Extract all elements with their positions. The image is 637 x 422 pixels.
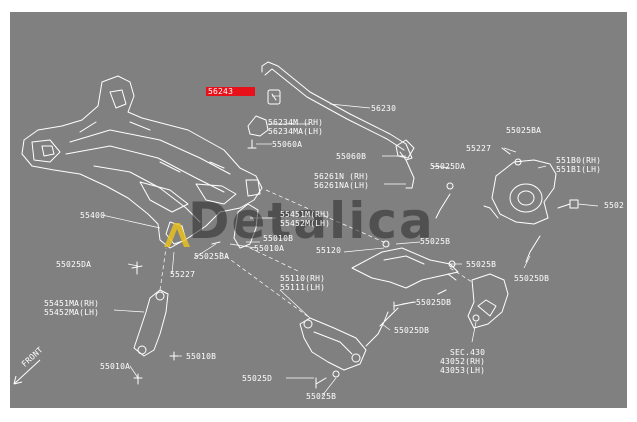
diagram-drawing bbox=[13, 61, 599, 397]
part-label-55452m[interactable]: 55452M(LH) bbox=[280, 219, 331, 228]
part-label-55227-left[interactable]: 55227 bbox=[170, 270, 196, 279]
part-label-56234m[interactable]: 56234M (RH) bbox=[268, 118, 324, 127]
front-arrow-icon bbox=[13, 359, 41, 385]
part-label-55451m[interactable]: 55451M(RH) bbox=[280, 210, 331, 219]
part-label-5502[interactable]: 5502 bbox=[604, 201, 625, 210]
watermark-logo-icon bbox=[160, 217, 194, 251]
bolts bbox=[131, 147, 541, 389]
part-label-55060a[interactable]: 55060A bbox=[272, 140, 303, 149]
watermark: Detalica bbox=[188, 192, 435, 250]
part-label-56243[interactable]: 56243 bbox=[206, 87, 256, 96]
part-label-56261n[interactable]: 56261N (RH) bbox=[314, 172, 370, 181]
part-label-55025ba-left[interactable]: 55025BA bbox=[194, 252, 230, 261]
part-label-55010b-top[interactable]: 55010B bbox=[263, 234, 294, 243]
part-label-55060b[interactable]: 55060B bbox=[336, 152, 367, 161]
stabilizer-bar-56230 bbox=[261, 61, 415, 189]
link-55451ma bbox=[133, 289, 169, 357]
part-label-sec430[interactable]: SEC.430 bbox=[450, 348, 486, 357]
part-label-56230[interactable]: 56230 bbox=[371, 104, 397, 113]
part-label-55025da-right[interactable]: 55025DA bbox=[430, 162, 466, 171]
parts-diagram: Detalica 56243 56230 56234M (RH) 56234MA… bbox=[10, 12, 627, 408]
part-label-55010a-top[interactable]: 55010A bbox=[254, 244, 285, 253]
part-label-55227-right[interactable]: 55227 bbox=[466, 144, 492, 153]
subframe-55400 bbox=[21, 75, 263, 249]
part-label-55111[interactable]: 55111(LH) bbox=[280, 283, 326, 292]
part-label-55025b-b[interactable]: 55025B bbox=[466, 260, 497, 269]
part-label-55010b-bottom[interactable]: 55010B bbox=[186, 352, 217, 361]
part-label-55025da-left[interactable]: 55025DA bbox=[56, 260, 92, 269]
part-label-55025ba-right[interactable]: 55025BA bbox=[506, 126, 542, 135]
part-label-55120[interactable]: 55120 bbox=[316, 246, 342, 255]
part-label-55025d[interactable]: 55025D bbox=[242, 374, 273, 383]
part-label-56261na[interactable]: 56261NA(LH) bbox=[314, 181, 370, 190]
part-label-56234ma[interactable]: 56234MA(LH) bbox=[268, 127, 324, 136]
part-label-55010a-bottom[interactable]: 55010A bbox=[100, 362, 131, 371]
part-label-55025db-mid[interactable]: 55025DB bbox=[416, 298, 452, 307]
part-label-55451ma[interactable]: 55451MA(RH) bbox=[44, 299, 100, 308]
part-label-55452ma[interactable]: 55452MA(LH) bbox=[44, 308, 100, 317]
part-label-43053[interactable]: 43053(LH) bbox=[440, 366, 486, 375]
part-label-55400[interactable]: 55400 bbox=[80, 211, 106, 220]
stabilizer-clamp-56234m bbox=[247, 115, 269, 149]
part-label-55025b-c[interactable]: 55025B bbox=[306, 392, 337, 401]
knuckle-sec430 bbox=[467, 273, 509, 329]
leader-lines bbox=[101, 95, 599, 397]
part-label-551b0[interactable]: 551B0(RH) bbox=[556, 156, 602, 165]
part-label-55025db-right[interactable]: 55025DB bbox=[514, 274, 550, 283]
link-55451m bbox=[233, 203, 259, 249]
part-label-55025db-bottom[interactable]: 55025DB bbox=[394, 326, 430, 335]
part-label-551b1[interactable]: 551B1(LH) bbox=[556, 165, 602, 174]
part-label-43052[interactable]: 43052(RH) bbox=[440, 357, 486, 366]
lower-arm-55110 bbox=[299, 311, 389, 371]
part-label-55025b-a[interactable]: 55025B bbox=[420, 237, 451, 246]
part-label-55110[interactable]: 55110(RH) bbox=[280, 274, 326, 283]
